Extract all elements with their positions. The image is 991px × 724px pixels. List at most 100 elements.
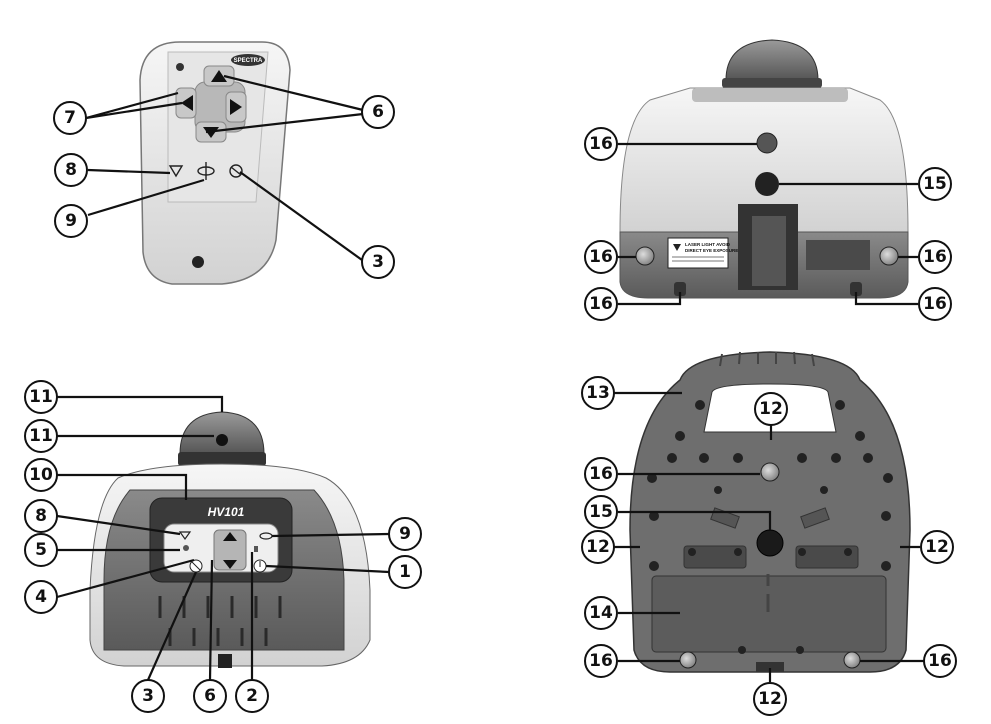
callout-16-label: 16 — [589, 464, 613, 484]
callout-16-label: 16 — [928, 651, 952, 671]
callout-16-label: 16 — [589, 134, 613, 154]
front-callout-15: 15 — [918, 167, 952, 201]
callout-9-label: 9 — [399, 524, 411, 544]
front-callout-16-top: 16 — [584, 127, 618, 161]
bottom-callout-16-right: 16 — [923, 644, 957, 678]
bottom-holes — [647, 400, 893, 654]
callout-15-label: 15 — [589, 502, 613, 522]
panel-callout-1: 1 — [388, 555, 422, 589]
remote-rotation-button[interactable] — [229, 164, 243, 178]
callout-16-label: 16 — [589, 294, 613, 314]
remote-function-buttons — [168, 162, 243, 180]
control-panel: HV101 — [163, 505, 279, 573]
panel-callout-11-top: 11 — [24, 380, 58, 414]
panel-callout-9: 9 — [388, 517, 422, 551]
callout-12-label: 12 — [759, 399, 783, 419]
remote-brand-text: SPECTRA — [234, 58, 263, 64]
handle-ribs — [719, 351, 815, 367]
callout-8-label: 8 — [65, 160, 77, 180]
panel-mask-button[interactable] — [178, 531, 192, 541]
warning-label-line-2: DIRECT EYE EXPOSURE — [685, 248, 738, 253]
laser-panel-view: HV101 — [24, 380, 422, 713]
callout-12-label: 12 — [925, 537, 949, 557]
panel-callout-6: 6 — [193, 679, 227, 713]
bottom-callout-14: 14 — [584, 596, 618, 630]
panel-callout-3: 3 — [131, 679, 165, 713]
callout-6-label: 6 — [204, 686, 216, 706]
laser-head — [722, 39, 822, 88]
bottom-callout-12-left: 12 — [581, 530, 615, 564]
laser-front-view: LASER LIGHT AVOID DIRECT EYE EXPOSURE 16… — [584, 39, 952, 321]
front-callout-16-foot-right: 16 — [918, 287, 952, 321]
panel-callout-10: 10 — [24, 458, 58, 492]
arrow-up-icon — [211, 70, 227, 82]
front-callout-16-left: 16 — [584, 240, 618, 274]
panel-rotation-button[interactable] — [189, 559, 203, 573]
bottom-callout-15: 15 — [584, 495, 618, 529]
panel-arrow-down-button[interactable] — [223, 560, 237, 569]
callout-9-label: 9 — [65, 211, 77, 231]
remote-brand-logo: SPECTRA — [231, 54, 265, 66]
remote-arrow-right-button[interactable] — [225, 91, 247, 123]
callout-4-label: 4 — [35, 587, 47, 607]
warning-label: LASER LIGHT AVOID DIRECT EYE EXPOSURE — [667, 237, 738, 269]
callout-14-label: 14 — [589, 603, 613, 623]
callout-5-label: 5 — [35, 540, 47, 560]
warning-label-line-1: LASER LIGHT AVOID — [685, 242, 731, 247]
front-callout-16-foot-left: 16 — [584, 287, 618, 321]
front-threaded-holes — [635, 132, 899, 296]
panel-power-button[interactable] — [253, 559, 267, 573]
panel-callout-11: 11 — [24, 419, 58, 453]
remote-scan-button[interactable] — [197, 162, 215, 180]
callout-11-label: 11 — [29, 426, 53, 446]
bottom-threaded-holes — [679, 462, 861, 669]
panel-leader-lines — [56, 395, 390, 681]
panel-callout-5: 5 — [24, 533, 58, 567]
remote-leader-lines — [85, 74, 364, 261]
callout-3-label: 3 — [142, 686, 154, 706]
callout-1-label: 1 — [399, 562, 411, 582]
bottom-callout-16-top: 16 — [584, 457, 618, 491]
panel-callout-8: 8 — [24, 499, 58, 533]
remote-callout-8: 8 — [54, 153, 88, 187]
model-name: HV101 — [208, 505, 245, 519]
laser-head-rotor — [178, 411, 266, 466]
body-grip-ribs — [158, 596, 282, 646]
panel-arrow-pad — [213, 529, 247, 571]
callout-3-label: 3 — [372, 252, 384, 272]
front-callout-16-right: 16 — [918, 240, 952, 274]
remote-control-view: SPECTRA — [53, 41, 395, 285]
remote-mask-button[interactable] — [168, 165, 184, 178]
callout-16-label: 16 — [923, 294, 947, 314]
callout-12-label: 12 — [586, 537, 610, 557]
front-leader-lines — [618, 142, 918, 306]
callout-16-label: 16 — [589, 651, 613, 671]
panel-arrow-up-button[interactable] — [223, 532, 237, 541]
laser-bottom-view: 13 12 16 15 12 12 14 16 16 12 — [581, 351, 957, 716]
panel-battery-led — [254, 546, 258, 552]
callout-8-label: 8 — [35, 506, 47, 526]
remote-callout-9: 9 — [54, 204, 88, 238]
remote-callout-6: 6 — [361, 95, 395, 129]
arrow-left-icon — [181, 95, 193, 111]
bottom-callout-12-right: 12 — [920, 530, 954, 564]
callout-13-label: 13 — [586, 383, 610, 403]
callout-12-label: 12 — [758, 689, 782, 709]
remote-arrow-up-button[interactable] — [203, 65, 235, 87]
callout-6-label: 6 — [372, 102, 384, 122]
bottom-callout-16-left: 16 — [584, 644, 618, 678]
bottom-callout-12-top: 12 — [754, 392, 788, 426]
remote-callout-3: 3 — [361, 245, 395, 279]
panel-led-indicator — [183, 545, 189, 551]
arrow-right-icon — [230, 99, 242, 115]
bottom-callout-13: 13 — [581, 376, 615, 410]
callout-16-label: 16 — [589, 247, 613, 267]
callout-15-label: 15 — [923, 174, 947, 194]
callout-16-label: 16 — [923, 247, 947, 267]
panel-callout-2: 2 — [235, 679, 269, 713]
callout-11-label: 11 — [29, 387, 53, 407]
callout-7-label: 7 — [64, 108, 76, 128]
callout-2-label: 2 — [246, 686, 258, 706]
remote-callout-7: 7 — [53, 101, 87, 135]
